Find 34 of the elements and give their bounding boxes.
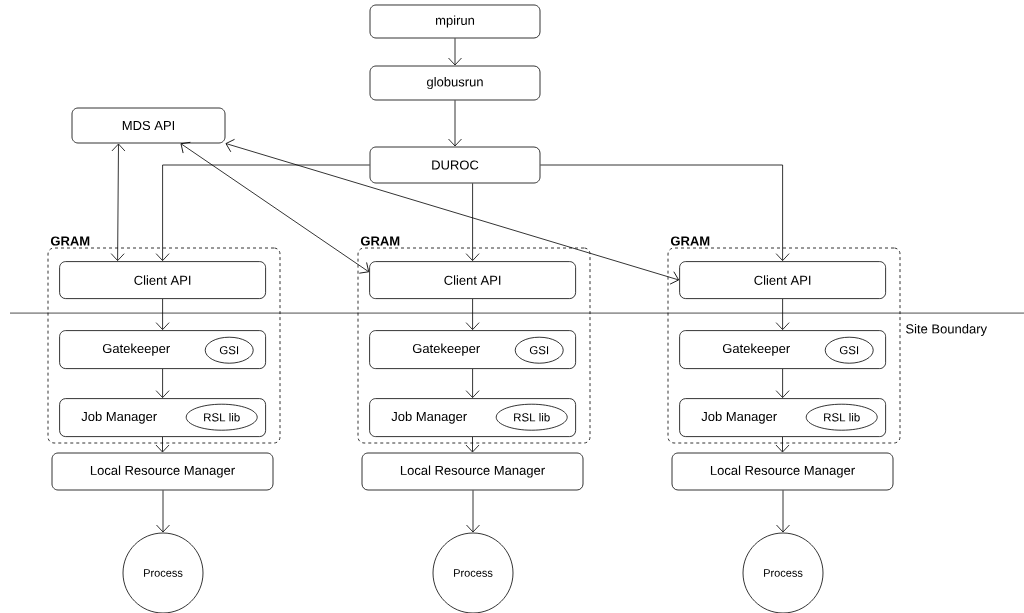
process-box: DUROC	[369, 146, 541, 184]
process-box: mpirun	[369, 4, 541, 39]
arrow	[775, 368, 790, 398]
node-label: GRAM	[50, 236, 90, 246]
arrow	[155, 436, 170, 453]
process-box: Local Resource Manager	[51, 452, 274, 491]
arrow	[155, 368, 170, 398]
arrow	[775, 436, 790, 453]
arrow	[448, 100, 462, 147]
process-box: Local Resource Manager	[361, 452, 584, 491]
node-label: GRAM	[360, 236, 400, 246]
arrow	[465, 183, 480, 261]
arrow	[775, 298, 790, 330]
node-label: GRAM	[670, 236, 710, 246]
process-box: MDS API	[71, 107, 226, 144]
process-box: Client API	[59, 261, 266, 299]
process-box: Local Resource Manager	[671, 452, 894, 491]
arrow	[466, 490, 480, 533]
arrow	[465, 298, 480, 330]
arrow	[155, 298, 170, 330]
arrow	[776, 490, 790, 533]
arrow	[155, 164, 370, 261]
arrow	[225, 138, 680, 285]
arrow	[448, 38, 462, 66]
arrow	[465, 436, 480, 453]
arrow	[156, 490, 170, 533]
arrow	[465, 368, 480, 398]
process-box: Client API	[679, 261, 886, 299]
arrow	[540, 164, 790, 261]
process-box: Client API	[369, 261, 576, 299]
arrow	[180, 141, 370, 274]
boundary-label: Site Boundary	[906, 323, 988, 337]
arrow	[110, 143, 126, 261]
process-box: globusrun	[369, 65, 541, 101]
